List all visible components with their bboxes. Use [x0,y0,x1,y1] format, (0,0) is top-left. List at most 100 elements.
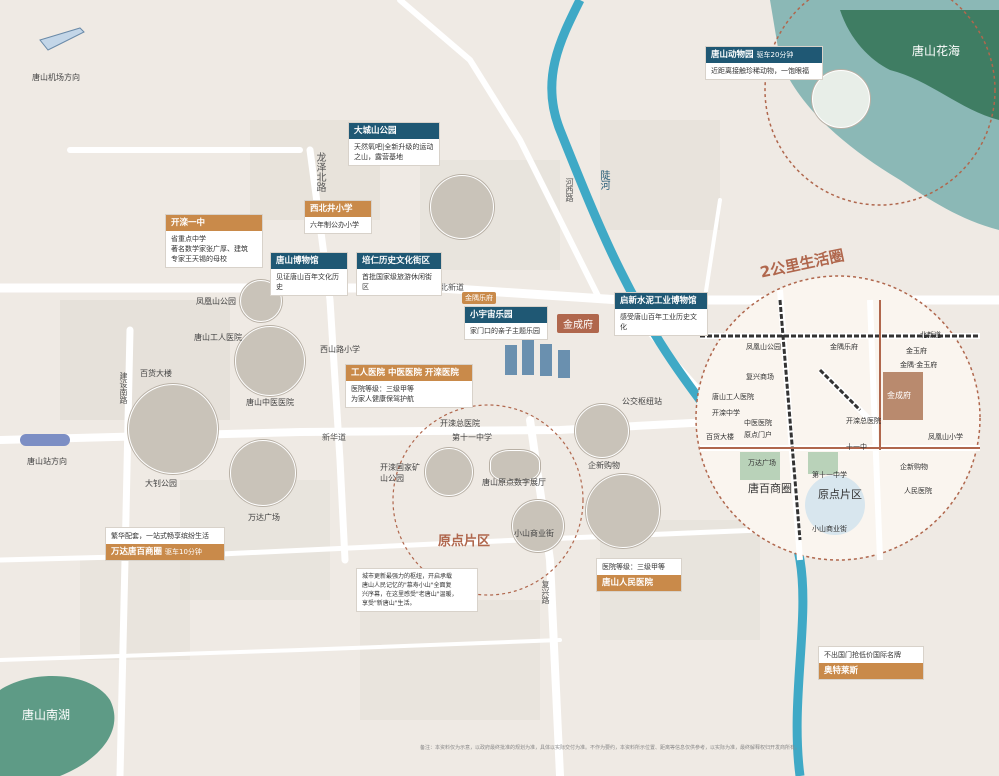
yuandian-note-body: 城市更新最强力的枢纽，开启承载 唐山人民记忆的"慕寿小山"全面复 兴序幕，在这里… [362,573,458,607]
project-tag[interactable]: 金成府 [557,314,599,333]
river-road-label: 河西路 [565,178,574,202]
yuzhou-card[interactable]: 小宇宙乐园 家门口的亲子主题乐园 [464,306,548,340]
inset-label-1: 金隅乐府 [830,343,858,351]
yuandian-hall-label: 唐山原点数字展厅 [482,478,546,487]
nanhu-label: 唐山南湖 [22,708,71,722]
inset-tangbai-zone: 唐百商圈 [748,482,792,495]
hospitals-title: 工人医院 中医医院 开滦医院 [346,365,472,381]
hospitals-body: 医院等级：三级甲等 为家人健康保驾护航 [351,385,414,403]
people-card[interactable]: 医院等级：三级甲等 唐山人民医院 [596,558,682,592]
wanda-label: 万达广场 [248,513,280,522]
inset-label-8: 十一中 [846,443,867,451]
inset-label-15: 原点门户 [744,431,772,439]
wanda-thumbnail[interactable] [230,440,296,506]
yuzhou-title: 小宇宙乐园 [465,307,547,323]
zoo-card[interactable]: 唐山动物园 驱车20分钟 近距离接触珍稀动物，一饱眼福 [705,46,823,80]
outlets-title: 奥特莱斯 [819,663,923,679]
people-hospital-thumbnail[interactable] [586,474,660,548]
museum-body: 见证唐山百年文化历史 [276,273,339,291]
xibeijing-title: 西北井小学 [305,201,371,217]
zoo-title: 唐山动物园 [711,50,754,60]
peiren-title: 培仁历史文化街区 [357,253,441,269]
qixin-body: 感受唐山百年工业历史文化 [620,313,697,331]
wanda-card[interactable]: 繁华配套，一站式畅享缤纷生活 万达唐百商圈 驱车10分钟 [105,527,225,561]
inset-label-6: 百货大楼 [706,433,734,441]
yuandian-note-card: 城市更新最强力的枢纽，开启承载 唐山人民记忆的"慕寿小山"全面复 兴序幕，在这里… [356,568,478,612]
museum-card[interactable]: 唐山博物馆 见证唐山百年文化历史 [270,252,348,296]
outlets-body: 不出国门抢低价国际名牌 [824,651,901,659]
gongjiao-label: 公交枢纽站 [622,397,662,406]
xinhua-road-label: 新华道 [322,433,346,442]
inset-label-3: 唐山工人医院 [712,393,754,401]
xibeijing-card[interactable]: 西北井小学 六年制公办小学 [304,200,372,234]
kailuan1-title: 开滦一中 [166,215,262,231]
baihuo-thumbnail[interactable] [128,384,218,474]
inset-project-label[interactable]: 金成府 [887,391,911,400]
beixin-road-label: 北新道 [440,283,464,292]
xiaoshan-thumbnail[interactable] [512,500,564,552]
station-direction-label: 唐山站方向 [27,457,67,466]
inset-label-14: 开滦中学 [712,409,740,417]
people-title: 唐山人民医院 [597,575,681,591]
kaiyuan-label: 开滦国家矿山公园 [380,463,420,483]
fenghuang-label: 凤凰山公园 [196,297,236,306]
baihuo-label: 百货大楼 [140,369,172,378]
hospitals-card[interactable]: 工人医院 中医医院 开滦医院 医院等级：三级甲等 为家人健康保驾护航 [345,364,473,408]
inset-label-12: 第十一中学 [812,471,847,479]
zoo-sub: 驱车20分钟 [756,51,794,59]
peiren-card[interactable]: 培仁历史文化街区 首批国家级旅游休闲街区 [356,252,442,296]
dacheng-body: 天然氧吧|全新升级的运动 之山，露营基地 [354,143,434,161]
dacheng-park-thumbnail[interactable] [430,175,494,239]
inset-label-11: 小山商业街 [812,525,847,533]
inset-label-9: 企新购物 [900,463,928,471]
shiyizhong-label: 第十一中学 [452,433,492,442]
huahai-label: 唐山花海 [912,44,961,58]
qixin-card[interactable]: 启新水泥工业博物馆 感受唐山百年工业历史文化 [614,292,708,336]
inset-yuandian-zone: 原点片区 [818,488,862,501]
zhongyi-thumbnail[interactable] [235,326,305,396]
kaiyuan-thumbnail[interactable] [425,448,473,496]
kailuan1-body: 省重点中学 著名数学家张广厚、建筑 专家王天锡的母校 [171,235,248,263]
zhongyi-label: 唐山中医医院 [246,398,294,407]
inset-label-16: 复兴商场 [746,373,774,381]
kailuan1-card[interactable]: 开滦一中 省重点中学 著名数学家张广厚、建筑 专家王天锡的母校 [165,214,263,268]
jianshe-road-label: 建设南路 [119,372,128,404]
yuandian-hall-thumbnail[interactable] [490,450,540,482]
longze-road-label: 龙泽北路 [314,152,325,192]
river-label: 陡河 [598,170,609,190]
kailuan-hospital-label: 开滦总医院 [440,419,480,428]
inset-label-13: 凤凰山小学 [928,433,963,441]
airport-direction-label: 唐山机场方向 [32,73,80,82]
inset-label-0: 凤凰山公园 [746,343,781,351]
peiren-body: 首批国家级旅游休闲街区 [362,273,432,291]
wanda-card-sub: 驱车10分钟 [164,548,202,556]
qiye-label: 企新购物 [588,461,620,470]
inset-road-label: 北新道 [920,331,941,339]
jinyu-tag[interactable]: 金隅乐府 [462,292,496,304]
gongren-label: 唐山工人医院 [194,333,242,342]
dacheng-card[interactable]: 大城山公园 天然氧吧|全新升级的运动 之山，露营基地 [348,122,440,166]
inset-label-17: 金玉府 [906,347,927,355]
fuxing-road-label: 复兴路 [541,580,550,604]
xishan-label: 西山路小学 [320,345,360,354]
dazhao-label: 大钊公园 [145,479,177,488]
qiye-thumbnail[interactable] [575,404,629,458]
inset-label-10: 人民医院 [904,487,932,495]
dacheng-title: 大城山公园 [349,123,439,139]
people-body: 医院等级：三级甲等 [602,563,665,571]
yuzhou-body: 家门口的亲子主题乐园 [470,327,540,335]
wanda-card-title: 万达唐百商圈 [111,547,163,557]
xiaoshan-label: 小山商业街 [514,529,554,538]
footer-disclaimer: 备注：本资料仅为示意，以政府最终批准的规划为准，具体以实际交付为准。不作为要约，… [420,745,801,751]
yuandian-area-label: 原点片区 [438,534,491,549]
inset-label-2: 金隅·金玉府 [900,361,938,369]
zoo-body: 近距离接触珍稀动物，一饱眼福 [711,67,809,75]
inset-label-4: 中医医院 [744,419,772,427]
outlets-card[interactable]: 不出国门抢低价国际名牌 奥特莱斯 [818,646,924,680]
xibeijing-body: 六年制公办小学 [310,221,359,229]
inset-label-7: 万达广场 [748,459,776,467]
inset-label-5: 开滦总医院 [846,417,881,425]
museum-title: 唐山博物馆 [271,253,347,269]
